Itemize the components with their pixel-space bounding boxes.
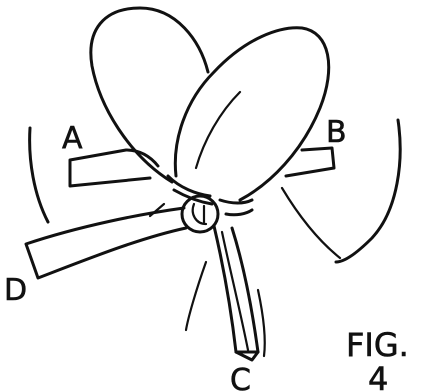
label-b: B [326,115,347,150]
label-c: C [230,363,251,392]
figure-caption-line2: 4 [368,360,388,392]
figure-caption-line1: FIG. [346,326,409,364]
lower-right-drape [258,290,265,356]
knot-crease [193,204,206,224]
lower-left-drape [186,262,206,330]
strap-c [214,226,258,352]
band-a [70,150,158,186]
right-loop-inner-crease [196,92,240,168]
strap-d [26,208,186,278]
label-d: D [4,273,27,308]
left-outer-fold-line [30,128,48,222]
label-a: A [62,121,83,156]
right-lower-loop-line [282,188,340,258]
